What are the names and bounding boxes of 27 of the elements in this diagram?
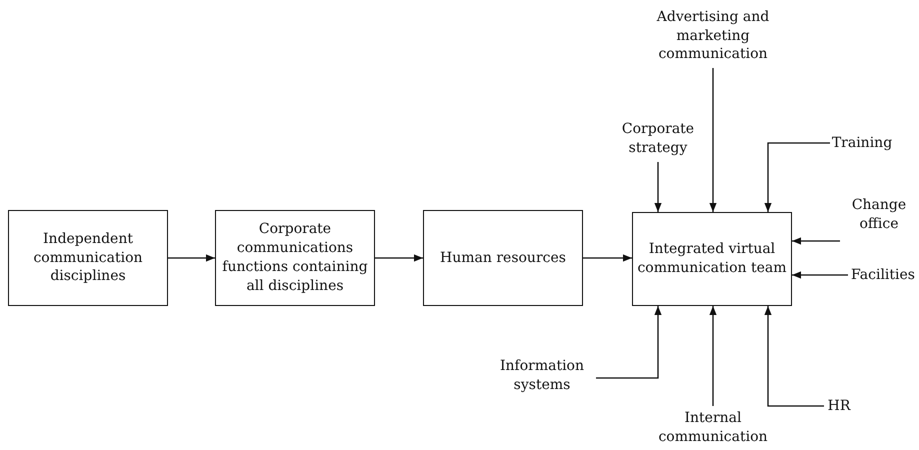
node-label: Corporate communications functions containing all disciplines: [221, 220, 369, 296]
node-label: Independent communication disciplines: [32, 230, 144, 286]
node-label: Human resources: [440, 248, 566, 268]
arrow: [583, 254, 632, 262]
arrow: [654, 162, 662, 212]
arrow: [709, 68, 717, 212]
node-label: Change office: [850, 196, 908, 234]
arrow: [792, 271, 848, 279]
arrow: [709, 306, 717, 406]
arrow: [596, 306, 662, 379]
arrow: [168, 254, 215, 262]
process-box: [215, 210, 375, 306]
process-box: [423, 210, 583, 306]
process-box: [632, 212, 792, 306]
node-label: HR: [828, 396, 850, 416]
arrow: [375, 254, 423, 262]
process-box: [8, 210, 168, 306]
node-label: Corporate strategy: [620, 120, 696, 158]
node-label: Internal communication: [657, 409, 769, 447]
arrow: [792, 237, 840, 245]
node-label: Information systems: [498, 357, 586, 395]
node-label: Integrated virtual communication team: [636, 240, 788, 278]
node-label: Training: [832, 134, 892, 152]
arrow: [764, 306, 824, 407]
arrow: [764, 142, 830, 212]
node-label: Facilities: [851, 266, 915, 284]
node-label: Advertising and marketing communication: [656, 8, 770, 64]
